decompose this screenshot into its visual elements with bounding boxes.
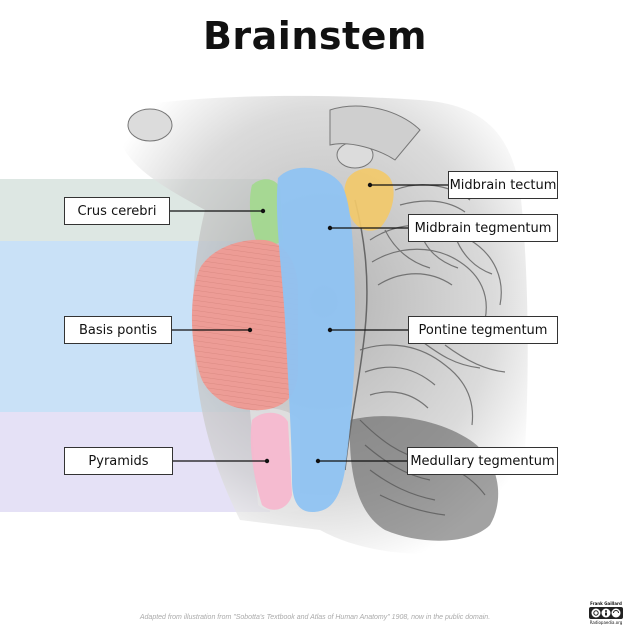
dot-midbrain-tectum xyxy=(367,182,373,188)
leader-lines xyxy=(170,184,448,462)
badge-site: Radiopaedia.org xyxy=(589,620,623,625)
page-title: Brainstem xyxy=(202,14,428,58)
tegmentum-region xyxy=(276,167,356,513)
dot-midbrain-tegmentum xyxy=(327,225,333,231)
basis-pontis-texture xyxy=(191,239,298,411)
dot-medullary-tegmentum xyxy=(315,458,321,464)
label-midbrain-tectum: Midbrain tectum xyxy=(448,171,558,199)
crus-cerebri-region xyxy=(249,179,283,246)
pyramids-region xyxy=(250,412,292,510)
midbrain-tectum-region xyxy=(344,168,394,231)
leader-dots xyxy=(247,182,373,464)
label-midbrain-tegmentum: Midbrain tegmentum xyxy=(408,214,558,242)
colored-regions xyxy=(191,167,394,513)
label-basis-pontis: Basis pontis xyxy=(64,316,172,344)
license-badge[interactable]: Frank Gaillard Radiopaedia.org xyxy=(586,601,626,627)
cc-license-icon xyxy=(589,607,623,619)
upper-structures xyxy=(127,105,421,169)
dot-basis-pontis xyxy=(247,327,253,333)
badge-author: Frank Gaillard xyxy=(590,601,622,606)
label-pyramids: Pyramids xyxy=(64,447,173,475)
dot-crus-cerebri xyxy=(260,208,266,214)
label-crus-cerebri: Crus cerebri xyxy=(64,197,170,225)
label-medullary-tegmentum: Medullary tegmentum xyxy=(407,447,558,475)
dot-pyramids xyxy=(264,458,270,464)
dot-pontine-tegmentum xyxy=(327,327,333,333)
label-pontine-tegmentum: Pontine tegmentum xyxy=(408,316,558,344)
image-credit: Adapted from illustration from "Sobotta'… xyxy=(139,614,491,621)
